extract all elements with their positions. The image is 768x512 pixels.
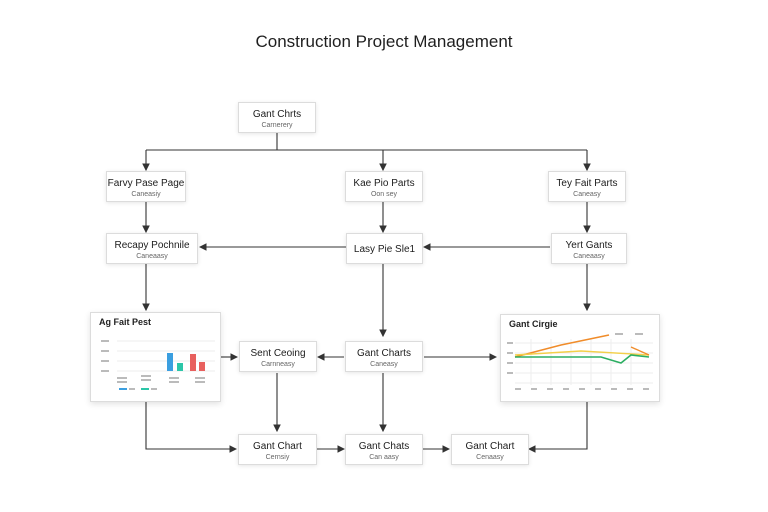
node-sublabel: Can aasy <box>369 454 399 461</box>
node-sublabel: Carnneasy <box>261 361 295 368</box>
node-top: Gant Chrts Carnerery <box>238 102 316 133</box>
node-label: Tey Fait Parts <box>556 178 618 189</box>
node-sublabel: Caneaasy <box>573 253 605 260</box>
node-sublabel: Caneasy <box>573 191 601 198</box>
node-mid2: Lasy Pie Sle1 <box>346 233 423 264</box>
node-row3b: Gant Charts Caneasy <box>345 341 423 372</box>
node-sublabel: Cernsiy <box>265 454 290 461</box>
node-label: Gant Charts <box>357 348 411 359</box>
line-orange <box>514 334 610 358</box>
node-bot2: Gant Chats Can aasy <box>345 434 423 465</box>
card-right-chart: Gant Cirgie <box>500 314 660 402</box>
bar-teal <box>177 363 183 371</box>
card-left-chart: Ag Fait Pest <box>90 312 221 402</box>
node-label: Gant Chats <box>358 441 410 452</box>
node-sublabel: Oon sey <box>370 191 398 198</box>
node-bot3: Gant Chart Cenaasy <box>451 434 529 465</box>
node-right2: Yert Gants Caneaasy <box>551 233 627 264</box>
line-orange-end <box>630 346 650 356</box>
node-label: Farvy Pase Page <box>107 178 185 189</box>
line-green <box>515 354 650 364</box>
card-title: Gant Cirgie <box>509 319 558 329</box>
node-label: Yert Gants <box>565 240 613 251</box>
node-sublabel: Caneaasy <box>136 253 168 260</box>
node-label: Gant Chart <box>465 441 515 452</box>
node-bot1: Gant Chart Cernsiy <box>238 434 317 465</box>
node-label: Sent Ceoing <box>250 348 306 359</box>
edge-left-loop <box>145 402 238 453</box>
node-right1: Tey Fait Parts Caneasy <box>548 171 626 202</box>
node-sublabel: Carnerery <box>261 122 293 129</box>
node-label: Gant Chart <box>253 441 302 452</box>
mini-line-chart <box>507 333 653 390</box>
node-label: Recapy Pochnile <box>114 240 190 251</box>
legend-swatch-teal <box>141 388 149 390</box>
edge-right-loop <box>527 402 588 453</box>
node-sublabel: Caneasy <box>370 361 398 368</box>
node-label: Kae Pio Parts <box>353 178 415 189</box>
node-label: Gant Chrts <box>252 109 302 120</box>
node-label: Lasy Pie Sle1 <box>353 244 416 255</box>
mini-bar-chart <box>101 340 215 390</box>
bar-blue <box>167 353 173 371</box>
legend-swatch-blue <box>119 388 127 390</box>
node-sublabel: Caneasiy <box>131 191 161 198</box>
diagram-title: Construction Project Management <box>255 32 513 51</box>
bar-red-short <box>199 362 205 371</box>
node-sublabel: Cenaasy <box>476 454 504 461</box>
node-row3a: Sent Ceoing Carnneasy <box>239 341 317 372</box>
node-left2: Recapy Pochnile Caneaasy <box>106 233 198 264</box>
node-left1: Farvy Pase Page Caneasiy <box>106 171 186 202</box>
edge-top-split <box>146 133 587 151</box>
line-yellow <box>514 350 650 356</box>
bar-red-tall <box>190 354 196 371</box>
node-mid1: Kae Pio Parts Oon sey <box>345 171 423 202</box>
card-title: Ag Fait Pest <box>99 317 152 327</box>
